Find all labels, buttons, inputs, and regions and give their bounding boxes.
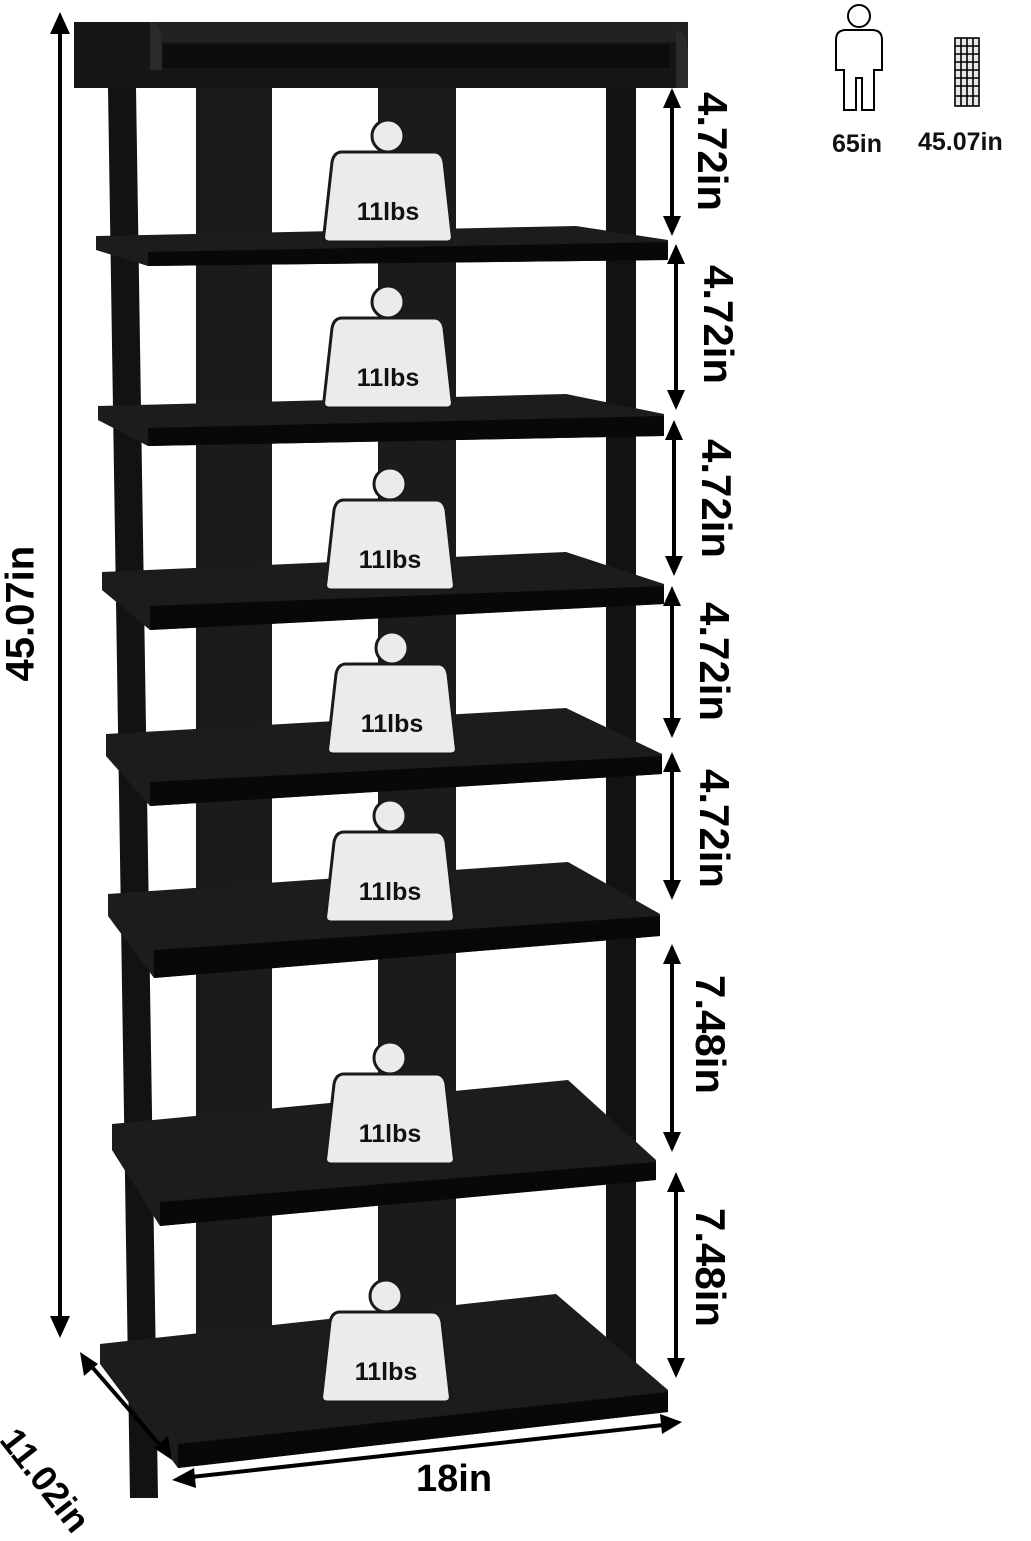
shoe-rack-diagram xyxy=(50,4,980,1498)
weight-icon xyxy=(324,1040,456,1166)
tier-gap-label: 7.48in xyxy=(687,1208,734,1328)
weight-label: 11lbs xyxy=(354,1358,418,1386)
tier-gap-arrowhead xyxy=(663,944,681,964)
weight-icon xyxy=(324,798,456,924)
width-arrowhead-left xyxy=(172,1468,196,1488)
tier-gap-arrowhead xyxy=(663,586,681,606)
weight-label: 11lbs xyxy=(356,364,420,392)
dimension-lines xyxy=(50,12,685,1488)
weight-icons xyxy=(320,118,458,1404)
shelf xyxy=(98,394,664,446)
shelf xyxy=(106,708,662,806)
shoe-rack-icon xyxy=(954,37,980,107)
tier-gap-arrowhead xyxy=(663,216,681,236)
weight-label: 11lbs xyxy=(358,546,422,574)
depth-arrowhead-bottom xyxy=(154,1436,172,1460)
depth-arrow xyxy=(84,1358,168,1454)
weight-icon xyxy=(324,466,456,592)
width-arrowhead-right xyxy=(660,1414,682,1434)
total-height-arrowhead-top xyxy=(50,12,70,34)
tier-gap-arrowhead xyxy=(667,1358,685,1378)
width-label: 18in xyxy=(416,1458,493,1500)
top-tray xyxy=(74,22,688,88)
tier-gap-arrowhead xyxy=(663,1132,681,1152)
width-arrow xyxy=(181,1422,673,1480)
tier-gap-arrowhead xyxy=(663,752,681,772)
tier-gap-arrowhead xyxy=(667,1172,685,1192)
tier-gap-arrowhead xyxy=(663,880,681,900)
weight-icon xyxy=(322,284,454,410)
weight-label: 11lbs xyxy=(356,198,420,226)
weight-label: 11lbs xyxy=(360,710,424,738)
weight-icon xyxy=(320,1278,452,1404)
tier-gap-arrowhead xyxy=(663,718,681,738)
tier-gap-arrowhead xyxy=(663,88,681,108)
depth-arrowhead-top xyxy=(80,1352,98,1376)
weight-icon xyxy=(322,118,454,244)
tier-gap-label: 4.72in xyxy=(693,439,740,559)
person-icon xyxy=(835,4,883,111)
tier-gap-arrowhead xyxy=(665,556,683,576)
person-height-label: 65in xyxy=(832,130,883,158)
total-height-arrowhead-bottom xyxy=(50,1316,70,1338)
weight-label: 11lbs xyxy=(358,878,422,906)
tier-gap-label: 7.48in xyxy=(687,975,734,1095)
shelf xyxy=(96,226,668,266)
weight-icon xyxy=(326,630,458,756)
tier-gap-label: 4.72in xyxy=(691,769,738,889)
tier-gap-arrowhead xyxy=(667,390,685,410)
tier-gap-label: 4.72in xyxy=(691,602,738,722)
tier-gap-label: 4.72in xyxy=(695,265,742,385)
rack-height-label: 45.07in xyxy=(918,128,1003,156)
tier-gap-arrowhead xyxy=(667,244,685,264)
tier-gap-label: 4.72in xyxy=(689,92,736,212)
weight-label: 11lbs xyxy=(358,1120,422,1148)
total-height-label: 45.07in xyxy=(0,545,43,682)
tier-gap-arrowhead xyxy=(665,420,683,440)
